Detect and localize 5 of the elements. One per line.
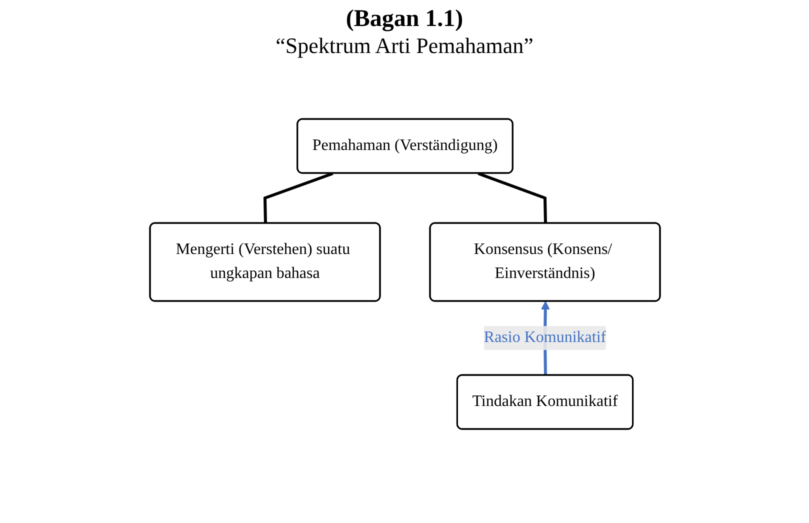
diagram-title: (Bagan 1.1) (346, 6, 464, 33)
diagram-caption: “Spektrum Arti Pemahaman” (276, 33, 534, 59)
connector (477, 172, 546, 224)
connector (262, 172, 333, 224)
edge-label: Rasio Komunikatif (483, 329, 606, 346)
